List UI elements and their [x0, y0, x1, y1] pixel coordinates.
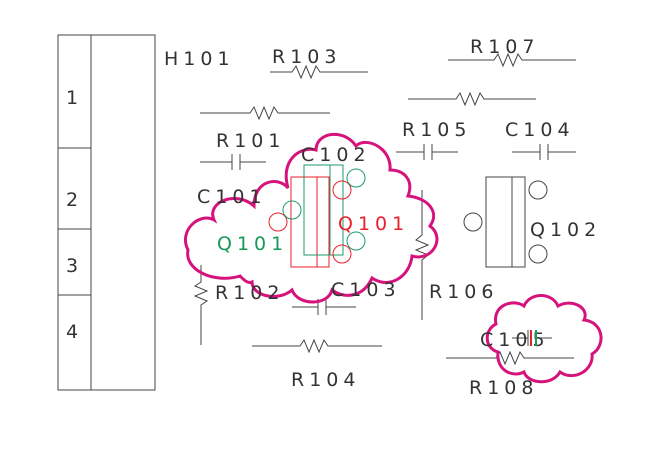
transistor-q102-footprint: [463, 176, 548, 268]
label-r103: R103: [272, 46, 341, 68]
q101-pad-front-3: [332, 244, 352, 264]
q101-pad-front-1: [332, 180, 352, 200]
label-r105: R105: [402, 119, 471, 141]
q101-body-back: [303, 164, 344, 256]
label-r107: R107: [470, 36, 539, 58]
label-r104: R104: [291, 369, 360, 391]
resistor-r106-symbol: [414, 190, 430, 320]
label-c101: C101: [197, 186, 267, 208]
resistor-r102-symbol: [193, 265, 209, 345]
label-r102: R102: [215, 282, 284, 304]
label-h101: H101: [164, 48, 235, 70]
capacitor-c103-symbol: [292, 299, 356, 315]
q102-pad-3: [528, 244, 548, 264]
resistor-r105-symbol: [408, 91, 536, 107]
resistor-r101-symbol: [200, 105, 330, 121]
capacitor-c101-symbol: [200, 154, 266, 170]
label-r108: R108: [469, 377, 538, 399]
q101-pad-front-2: [268, 212, 288, 232]
label-c104: C104: [505, 119, 575, 141]
header-pin-4: 4: [66, 321, 78, 343]
label-c105: C105: [480, 329, 550, 351]
label-r106: R106: [429, 281, 498, 303]
header-outline: [57, 34, 156, 391]
capacitor-c105-left-symbol: [396, 144, 458, 160]
label-c103: C103: [331, 279, 401, 301]
capacitor-c104-symbol: [512, 144, 576, 160]
header-pin-1: 1: [66, 87, 78, 109]
label-q101-front: Q101: [338, 213, 409, 235]
transistor-q101-footprint: [268, 164, 366, 268]
resistor-r103-symbol: [270, 64, 368, 80]
highlight-cloud-q101: [184, 132, 439, 304]
header-h101: 1 2 3 4: [57, 34, 156, 391]
resistor-r107-symbol: [448, 52, 576, 68]
q102-pad-1: [528, 180, 548, 200]
q101-pad-back-2: [282, 200, 302, 220]
label-q101-back: Q101: [217, 233, 288, 255]
label-q102: Q102: [530, 219, 601, 241]
label-r101: R101: [216, 130, 285, 152]
header-pin-2: 2: [66, 189, 78, 211]
header-pin-3: 3: [66, 255, 78, 277]
resistor-r104-symbol: [252, 338, 382, 354]
resistor-r108-symbol: [446, 350, 574, 366]
q101-body-front: [290, 176, 330, 268]
q102-body: [485, 176, 526, 268]
highlight-cloud-c105: [485, 294, 603, 384]
q101-pad-back-1: [346, 168, 366, 188]
label-c102: C102: [301, 144, 371, 166]
q102-pad-2: [463, 212, 483, 232]
q101-pad-back-3: [346, 231, 366, 251]
